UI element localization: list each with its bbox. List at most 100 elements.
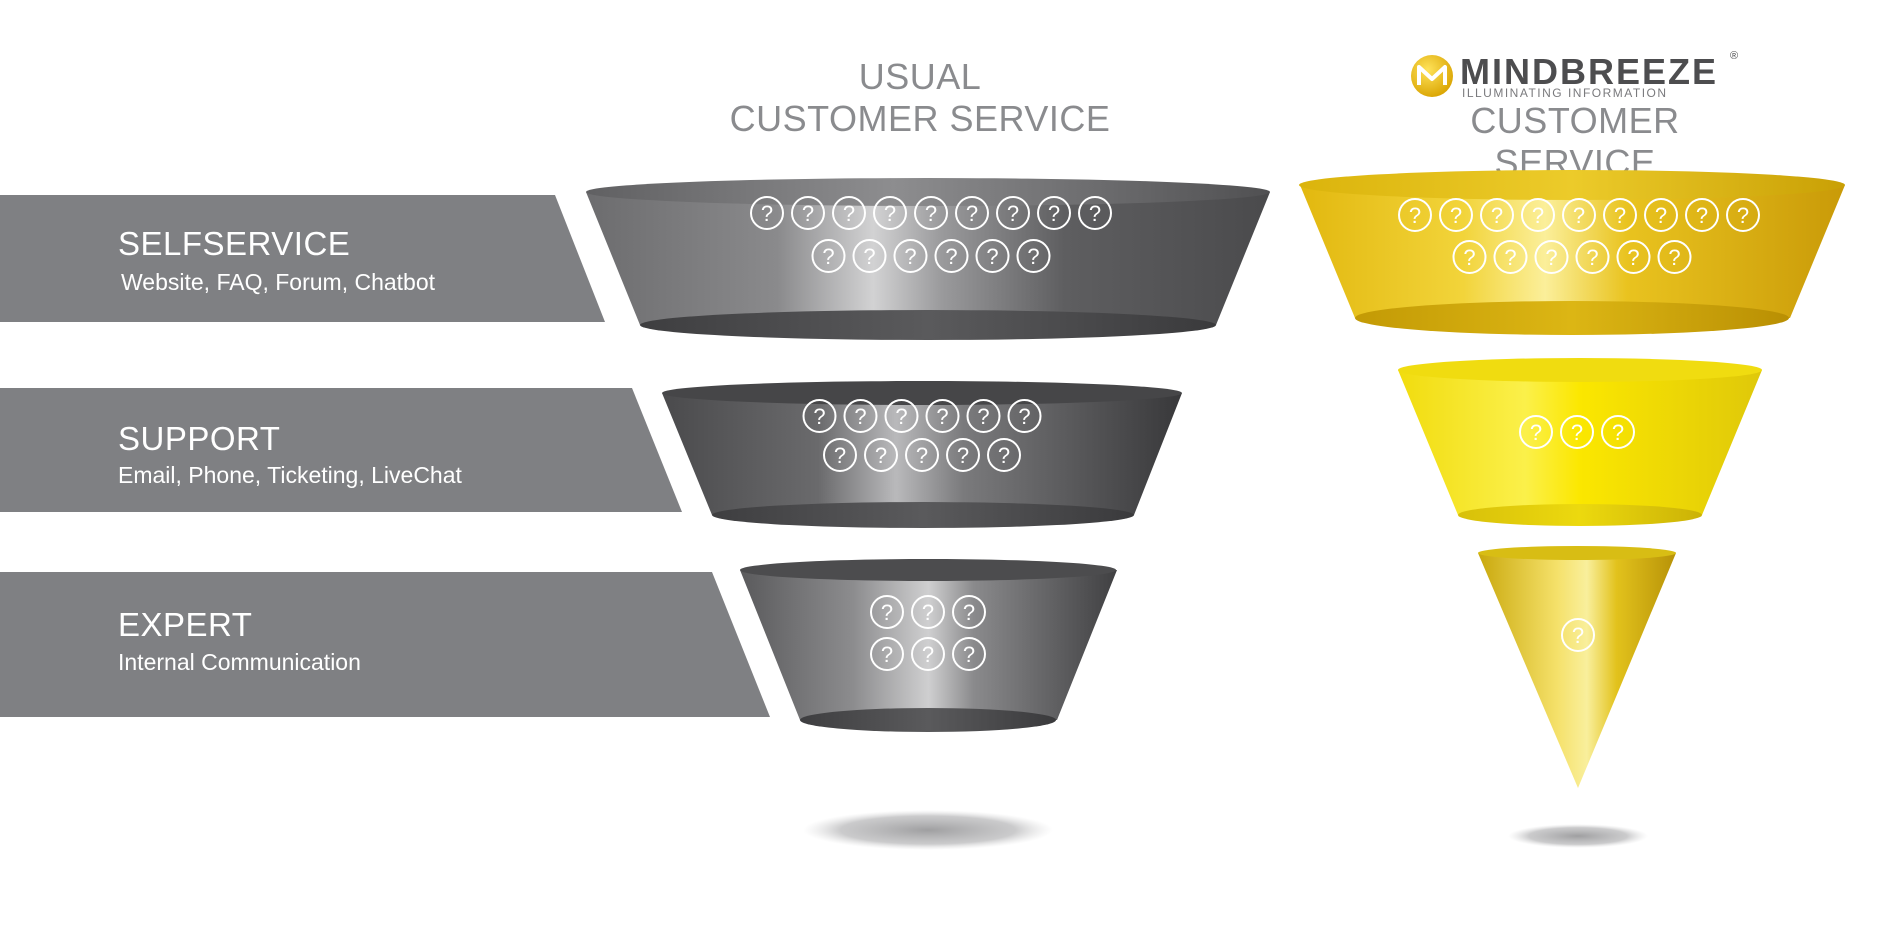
svg-text:?: ? — [936, 404, 948, 429]
question-circle-icon: ? — [925, 399, 960, 433]
svg-text:?: ? — [884, 201, 896, 226]
question-circle-icon: ? — [870, 595, 904, 629]
question-circle-icon: ? — [934, 239, 969, 273]
question-circle-icon: ? — [823, 438, 857, 472]
band-support: SUPPORT Email, Phone, Ticketing, LiveCha… — [0, 388, 682, 512]
svg-text:?: ? — [1586, 245, 1598, 270]
svg-text:?: ? — [945, 244, 957, 269]
question-circle-icon: ? — [1452, 240, 1487, 274]
logo-tagline: ILLUMINATING INFORMATION — [1462, 86, 1668, 100]
svg-text:?: ? — [957, 443, 969, 468]
question-marks-layer: ????????????????????????????????????????… — [750, 196, 1760, 671]
band-subtitle: Email, Phone, Ticketing, LiveChat — [118, 462, 462, 488]
svg-text:?: ? — [966, 201, 978, 226]
band-expert: EXPERT Internal Communication — [0, 572, 770, 717]
svg-text:?: ? — [881, 600, 893, 625]
question-circle-icon: ? — [1575, 240, 1610, 274]
svg-text:?: ? — [1627, 245, 1639, 270]
svg-text:?: ? — [813, 404, 825, 429]
svg-text:?: ? — [761, 201, 773, 226]
svg-text:?: ? — [834, 443, 846, 468]
svg-text:?: ? — [1027, 244, 1039, 269]
question-circle-icon: ? — [1616, 240, 1651, 274]
question-circle-icon: ? — [1521, 198, 1555, 232]
svg-text:?: ? — [922, 642, 934, 667]
svg-text:?: ? — [1409, 203, 1421, 228]
question-circle-icon: ? — [946, 438, 980, 472]
svg-text:?: ? — [1463, 245, 1475, 270]
question-circle-icon: ? — [905, 438, 939, 472]
question-circle-icon: ? — [1726, 198, 1760, 232]
svg-text:?: ? — [1089, 201, 1101, 226]
usual-funnel-shadow — [803, 810, 1053, 850]
svg-text:?: ? — [1450, 203, 1462, 228]
usual-heading-line1: USUAL — [858, 56, 982, 97]
mindbreeze-logo: MINDBREEZE ILLUMINATING INFORMATION ® — [1408, 50, 1748, 104]
band-title: SUPPORT — [118, 420, 281, 457]
mindbreeze-funnel-shadow — [1508, 824, 1648, 848]
question-circle-icon: ? — [802, 399, 837, 433]
usual-funnel-tier-2 — [662, 381, 1182, 528]
svg-text:?: ? — [986, 244, 998, 269]
svg-text:?: ? — [1696, 203, 1708, 228]
question-circle-icon: ? — [1439, 198, 1473, 232]
question-circle-icon: ? — [975, 239, 1010, 273]
question-circle-icon: ? — [1657, 240, 1692, 274]
question-circle-icon: ? — [893, 239, 928, 273]
svg-text:?: ? — [1572, 623, 1584, 648]
svg-text:?: ? — [1737, 203, 1749, 228]
svg-text:?: ? — [1018, 404, 1030, 429]
svg-text:?: ? — [1532, 203, 1544, 228]
svg-text:?: ? — [963, 600, 975, 625]
svg-text:?: ? — [895, 404, 907, 429]
svg-text:?: ? — [916, 443, 928, 468]
svg-text:?: ? — [875, 443, 887, 468]
question-circle-icon: ? — [1493, 240, 1528, 274]
svg-text:?: ? — [1573, 203, 1585, 228]
question-circle-icon: ? — [1398, 198, 1432, 232]
svg-text:?: ? — [998, 443, 1010, 468]
question-circle-icon: ? — [873, 196, 907, 230]
question-circle-icon: ? — [864, 438, 898, 472]
mindbreeze-funnel-tier-3 — [1478, 546, 1676, 788]
question-circle-icon: ? — [911, 637, 945, 671]
question-circle-icon: ? — [952, 637, 986, 671]
band-selfservice: SELFSERVICE Website, FAQ, Forum, Chatbot — [0, 195, 605, 322]
logo-registered: ® — [1730, 50, 1739, 62]
question-circle-icon: ? — [996, 196, 1030, 230]
question-circle-icon: ? — [1534, 240, 1569, 274]
band-subtitle: Internal Communication — [118, 649, 361, 675]
band-title: EXPERT — [118, 606, 253, 643]
band-subtitle: Website, FAQ, Forum, Chatbot — [121, 269, 436, 295]
question-circle-icon: ? — [966, 399, 1001, 433]
question-circle-icon: ? — [870, 637, 904, 671]
question-circle-icon: ? — [1037, 196, 1071, 230]
svg-text:?: ? — [1530, 420, 1542, 445]
question-circle-icon: ? — [1560, 415, 1594, 449]
question-circle-icon: ? — [1007, 399, 1042, 433]
question-circle-icon: ? — [1601, 415, 1635, 449]
question-circle-icon: ? — [791, 196, 825, 230]
usual-funnel — [586, 178, 1270, 850]
svg-text:?: ? — [1571, 420, 1583, 445]
svg-text:?: ? — [922, 600, 934, 625]
question-circle-icon: ? — [955, 196, 989, 230]
mindbreeze-m-logo-icon — [1411, 55, 1453, 97]
svg-text:?: ? — [802, 201, 814, 226]
mindbreeze-funnel — [1299, 170, 1845, 848]
question-circle-icon: ? — [1685, 198, 1719, 232]
question-circle-icon: ? — [1480, 198, 1514, 232]
question-circle-icon: ? — [750, 196, 784, 230]
svg-text:?: ? — [1504, 245, 1516, 270]
svg-text:?: ? — [854, 404, 866, 429]
usual-heading: USUAL CUSTOMER SERVICE — [700, 56, 1140, 140]
svg-text:?: ? — [843, 201, 855, 226]
svg-text:?: ? — [963, 642, 975, 667]
svg-text:?: ? — [881, 642, 893, 667]
question-circle-icon: ? — [911, 595, 945, 629]
question-circle-icon: ? — [852, 239, 887, 273]
question-circle-icon: ? — [1561, 618, 1595, 652]
question-circle-icon: ? — [832, 196, 866, 230]
svg-text:?: ? — [925, 201, 937, 226]
